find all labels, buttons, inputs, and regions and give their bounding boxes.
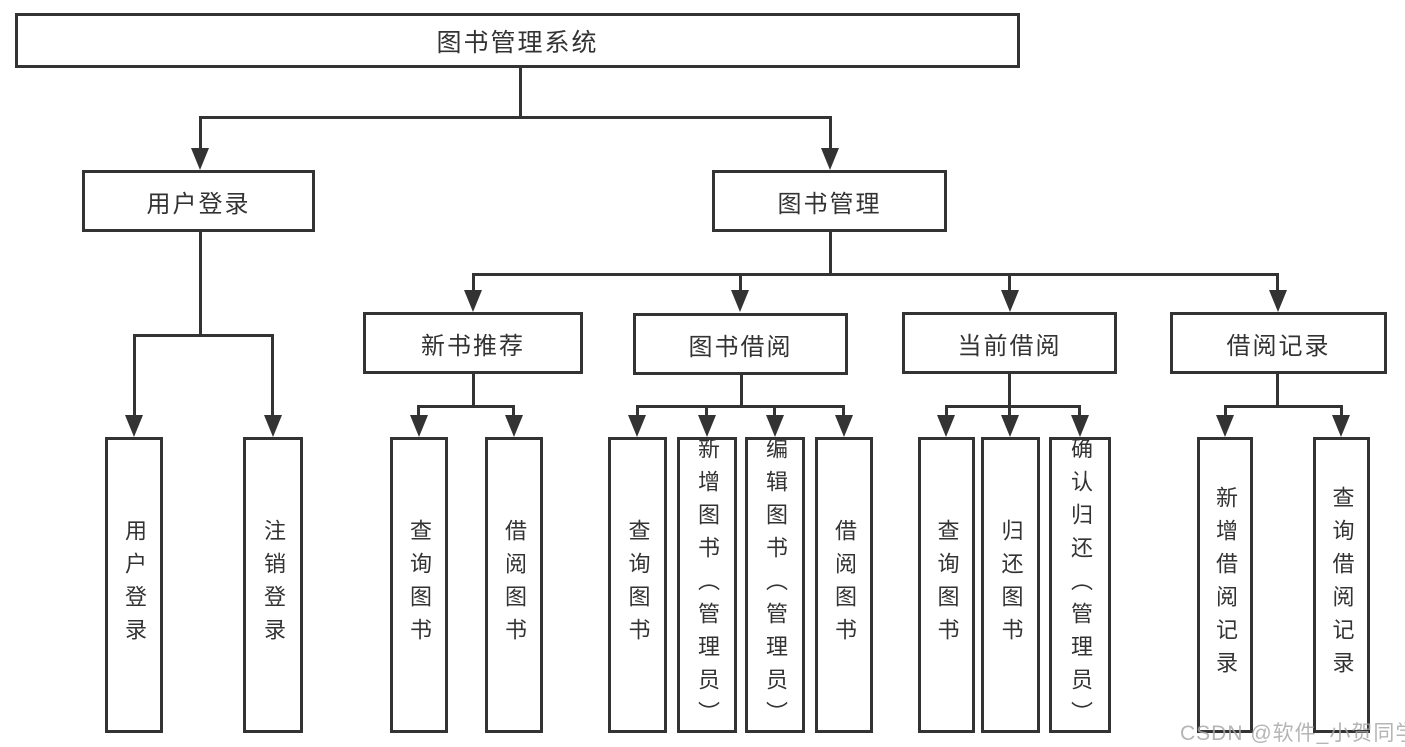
connector-drop-leaf bbox=[842, 405, 845, 417]
arrow-down-icon bbox=[1216, 415, 1234, 437]
leaf-label: 借阅图书 bbox=[832, 519, 857, 651]
arrow-down-icon bbox=[937, 415, 955, 437]
leaf-borrow-books: 借阅图书 bbox=[815, 437, 873, 733]
node-label: 当前借阅 bbox=[957, 332, 1062, 360]
arrow-down-icon bbox=[464, 290, 482, 312]
connector-current-bus bbox=[945, 405, 1081, 408]
node-label: 图书管理 bbox=[777, 190, 882, 218]
leaf-label: 查询图书 bbox=[934, 519, 960, 651]
leaf-label: 确认归还（管理员） bbox=[1068, 436, 1093, 734]
arrow-down-icon bbox=[1001, 415, 1019, 437]
connector-drop-leaf bbox=[705, 405, 708, 417]
leaf-label: 编辑图书（管理员） bbox=[763, 436, 788, 734]
node-book-management: 图书管理 bbox=[712, 170, 947, 232]
leaf-label: 新增借阅记录 bbox=[1213, 486, 1238, 684]
node-borrow-records: 借阅记录 bbox=[1170, 312, 1387, 374]
connector-drop-l3 bbox=[1276, 273, 1279, 292]
leaf-label: 注销登录 bbox=[261, 519, 286, 651]
connector-current-stem bbox=[1008, 374, 1011, 408]
connector-drop-leaf bbox=[1008, 405, 1011, 417]
connector-borrow-bus bbox=[636, 405, 845, 408]
leaf-borrow-books-recommend: 借阅图书 bbox=[485, 437, 543, 733]
connector-root-drop bbox=[519, 68, 522, 119]
connector-records-stem bbox=[1276, 374, 1279, 408]
connector-records-bus bbox=[1224, 405, 1342, 408]
leaf-label: 查询借阅记录 bbox=[1329, 486, 1355, 684]
connector-drop-leaf bbox=[1340, 405, 1343, 417]
leaf-query-borrow-record: 查询借阅记录 bbox=[1313, 437, 1370, 733]
leaf-user-login: 用户登录 bbox=[105, 437, 163, 733]
arrow-down-icon bbox=[1269, 290, 1287, 312]
connector-level3-bus bbox=[472, 273, 1279, 276]
connector-newbook-bus bbox=[418, 405, 515, 408]
connector-drop-leaf bbox=[1078, 405, 1081, 417]
leaf-edit-books-admin: 编辑图书（管理员） bbox=[745, 436, 805, 734]
leaf-return-books: 归还图书 bbox=[981, 437, 1040, 733]
arrow-down-icon bbox=[410, 415, 428, 437]
node-current-borrow: 当前借阅 bbox=[902, 312, 1117, 374]
node-book-borrow: 图书借阅 bbox=[633, 313, 848, 375]
connector-drop-leaf bbox=[1224, 405, 1227, 417]
node-label: 借阅记录 bbox=[1226, 332, 1331, 360]
leaf-add-books-admin: 新增图书（管理员） bbox=[677, 436, 737, 734]
connector-drop-leaf bbox=[512, 405, 515, 417]
arrow-down-icon bbox=[1071, 415, 1089, 437]
leaf-label: 用户登录 bbox=[122, 519, 147, 651]
arrow-down-icon bbox=[1001, 290, 1019, 312]
connector-drop-user-login bbox=[199, 116, 202, 150]
leaf-label: 归还图书 bbox=[998, 519, 1024, 651]
leaf-logout: 注销登录 bbox=[243, 437, 303, 733]
arrow-down-icon bbox=[835, 415, 853, 437]
leaf-label: 查询图书 bbox=[625, 519, 651, 651]
arrow-down-icon bbox=[628, 415, 646, 437]
connector-drop-l3 bbox=[739, 273, 742, 292]
arrow-down-icon bbox=[264, 415, 282, 437]
connector-userlogin-bus bbox=[133, 334, 274, 337]
arrow-down-icon bbox=[505, 415, 523, 437]
connector-drop-leaf bbox=[773, 405, 776, 417]
leaf-label: 新增图书（管理员） bbox=[695, 436, 720, 734]
connector-userlogin-stem bbox=[199, 232, 202, 337]
arrow-down-icon bbox=[731, 290, 749, 312]
connector-bookmgmt-stem bbox=[829, 232, 832, 276]
leaf-query-books-borrow: 查询图书 bbox=[608, 437, 667, 733]
node-root: 图书管理系统 bbox=[15, 13, 1020, 68]
connector-drop-l3 bbox=[472, 273, 475, 292]
leaf-label: 借阅图书 bbox=[502, 519, 527, 651]
arrow-down-icon bbox=[766, 415, 784, 437]
node-root-label: 图书管理系统 bbox=[436, 28, 599, 57]
arrow-down-icon bbox=[1332, 415, 1350, 437]
arrow-down-icon bbox=[191, 148, 209, 170]
arrow-down-icon bbox=[698, 415, 716, 437]
node-user-login: 用户登录 bbox=[82, 170, 315, 232]
leaf-query-books-recommend: 查询图书 bbox=[390, 437, 448, 733]
connector-drop-leaf bbox=[133, 334, 136, 417]
connector-drop-l3 bbox=[1008, 273, 1011, 292]
leaf-label: 查询图书 bbox=[407, 519, 432, 651]
node-label: 用户登录 bbox=[146, 190, 251, 218]
connector-level2-bus bbox=[199, 116, 831, 119]
leaf-query-books-current: 查询图书 bbox=[918, 437, 975, 733]
arrow-down-icon bbox=[125, 415, 143, 437]
node-new-book-recommend: 新书推荐 bbox=[363, 312, 583, 374]
connector-drop-leaf bbox=[636, 405, 639, 417]
connector-drop-book-mgmt bbox=[829, 116, 832, 150]
connector-drop-leaf bbox=[945, 405, 948, 417]
connector-drop-leaf bbox=[417, 405, 420, 417]
arrow-down-icon bbox=[821, 148, 839, 170]
leaf-add-borrow-record: 新增借阅记录 bbox=[1197, 437, 1253, 733]
connector-borrow-stem bbox=[740, 375, 743, 408]
node-label: 图书借阅 bbox=[688, 333, 793, 361]
csdn-watermark: CSDN @软件_小贺同学 bbox=[1180, 722, 1405, 745]
connector-newbook-stem bbox=[472, 374, 475, 408]
connector-drop-leaf bbox=[271, 334, 274, 417]
leaf-confirm-return-admin: 确认归还（管理员） bbox=[1049, 436, 1111, 734]
node-label: 新书推荐 bbox=[421, 332, 525, 360]
